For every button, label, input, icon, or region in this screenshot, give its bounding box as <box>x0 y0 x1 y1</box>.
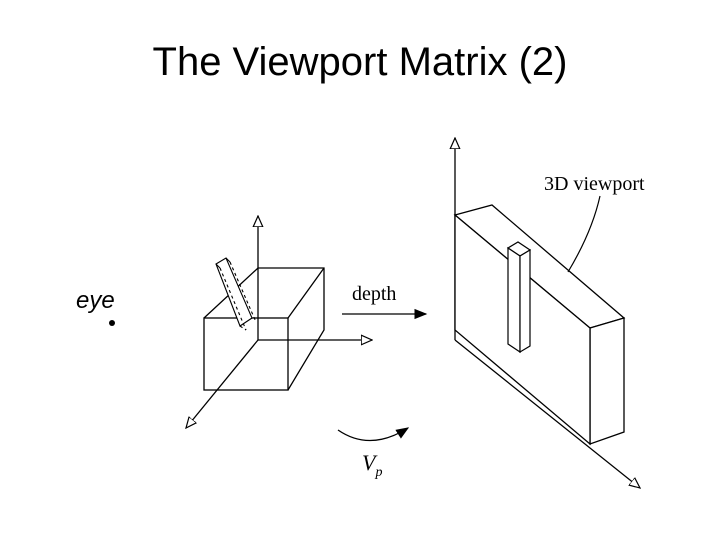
viewport-label: 3D viewport <box>544 173 645 195</box>
cube-z-axis <box>186 339 259 428</box>
slide-title: The Viewport Matrix (2) <box>152 40 568 84</box>
depth-label: depth <box>352 283 396 305</box>
viewport-object <box>506 241 532 354</box>
eye-label: eye <box>76 287 115 314</box>
viewport-leader-line <box>567 195 601 273</box>
transform-label: Vp <box>362 450 382 480</box>
eye-point-icon <box>109 320 115 326</box>
viewport-z-axis <box>454 339 640 488</box>
transform-arrow <box>337 427 410 442</box>
cube-object <box>215 257 257 331</box>
view-volume-cube <box>203 267 325 391</box>
